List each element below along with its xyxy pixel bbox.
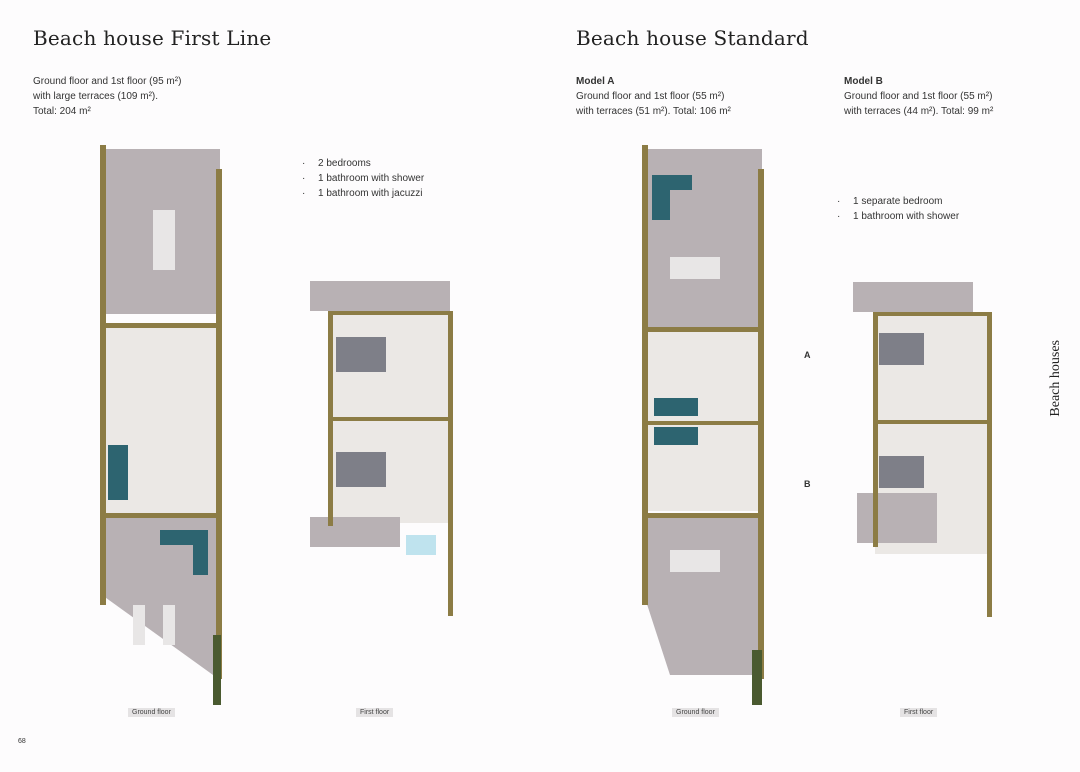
feature-item: 1 separate bedroom <box>837 194 959 209</box>
feature-item: 2 bedrooms <box>302 156 424 171</box>
page-number: 68 <box>18 738 26 745</box>
desc-line: Ground floor and 1st floor (95 m²) <box>33 76 182 87</box>
model-a-label: Model A <box>576 76 615 87</box>
section-title-first-line: Beach house First Line <box>33 26 272 50</box>
model-b-label: Model B <box>844 76 883 87</box>
first-line-ground-floor-plan <box>100 145 222 705</box>
section-title-standard: Beach house Standard <box>576 26 809 50</box>
standard-ground-floor-plan <box>642 145 764 705</box>
feature-item: 1 bathroom with shower <box>837 209 959 224</box>
model-a-description: Model A Ground floor and 1st floor (55 m… <box>576 74 731 119</box>
first-line-description: Ground floor and 1st floor (95 m²) with … <box>33 74 181 119</box>
first-line-features: 2 bedrooms 1 bathroom with shower 1 bath… <box>302 156 424 201</box>
feature-item: 1 bathroom with shower <box>302 171 424 186</box>
marker-a: A <box>804 350 811 360</box>
caption-first-floor: First floor <box>356 708 394 717</box>
standard-features: 1 separate bedroom 1 bathroom with showe… <box>837 194 959 224</box>
desc-line: with large terraces (109 m²). <box>33 91 159 102</box>
side-section-label: Beach houses <box>1048 340 1063 417</box>
model-b-description: Model B Ground floor and 1st floor (55 m… <box>844 74 993 119</box>
marker-b: B <box>804 479 811 489</box>
caption-first-floor: First floor <box>900 708 938 717</box>
desc-line: with terraces (51 m²). Total: 106 m² <box>576 106 731 117</box>
desc-line: Total: 204 m² <box>33 106 91 117</box>
desc-line: Ground floor and 1st floor (55 m²) <box>844 91 993 102</box>
feature-item: 1 bathroom with jacuzzi <box>302 186 424 201</box>
desc-line: with terraces (44 m²). Total: 99 m² <box>844 106 994 117</box>
first-line-first-floor-plan <box>310 281 453 616</box>
desc-line: Ground floor and 1st floor (55 m²) <box>576 91 725 102</box>
standard-first-floor-plan <box>853 282 992 617</box>
caption-ground-floor: Ground floor <box>672 708 719 717</box>
caption-ground-floor: Ground floor <box>128 708 175 717</box>
